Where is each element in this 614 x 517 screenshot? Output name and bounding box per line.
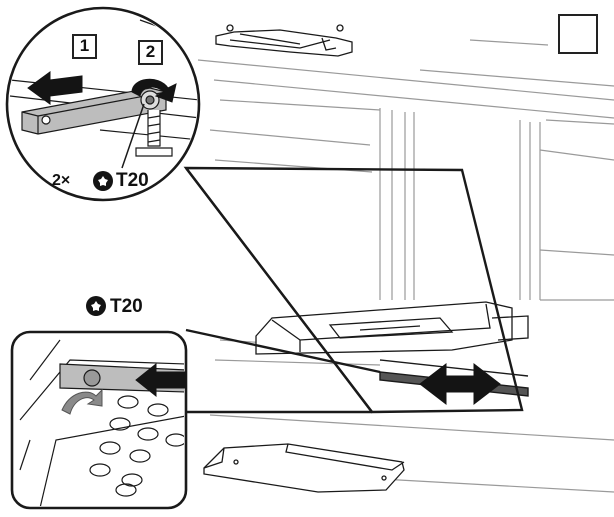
arrow-left-icon	[27, 71, 83, 105]
rotate-arrow-icon	[131, 78, 177, 103]
tray-part	[255, 301, 529, 355]
step-1-label: 1	[72, 34, 97, 59]
checkbox-marker	[558, 14, 598, 54]
magnified-detail-box	[10, 296, 188, 510]
torx-icon	[93, 171, 113, 191]
torx-icon	[86, 296, 106, 316]
double-arrow-icon	[419, 362, 501, 406]
step-2-label: 2	[138, 40, 163, 65]
callout-lines	[183, 166, 524, 414]
tool-label: T20	[110, 296, 143, 317]
magnified-detail-circle	[5, 6, 201, 202]
screw-quantity-label: 2×	[52, 172, 71, 189]
screw-tool-label: T20	[116, 170, 149, 191]
top-bracket-part	[215, 24, 353, 57]
arrow-left-icon	[135, 362, 187, 398]
floor-plate-part	[203, 443, 405, 493]
